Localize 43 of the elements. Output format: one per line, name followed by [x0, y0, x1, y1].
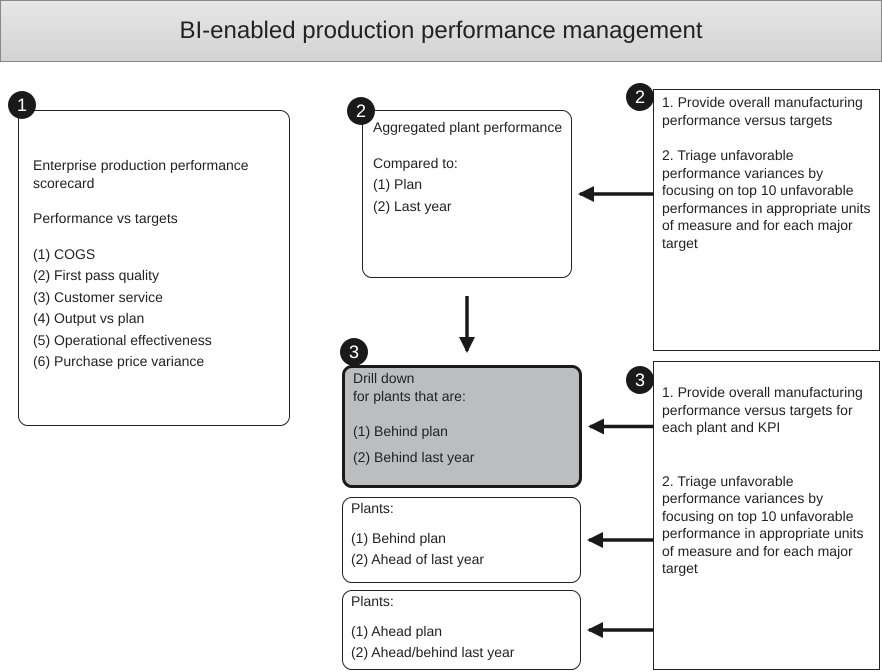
box-text: for plants that are:: [353, 388, 467, 405]
box-text: (4) Output vs plan: [33, 310, 146, 328]
note-box: [653, 361, 880, 670]
box-text: 2. Triage unfavorable performance variances by focusing on top 10 unfavorable performance in appropriate units of measure and for each major target: [662, 472, 865, 578]
step-number: 1: [8, 91, 36, 119]
box-text: 1. Provide overall manufacturing performance versus targets for each plant and KPI: [662, 384, 864, 436]
box-text: (1) Behind plan: [353, 423, 449, 440]
process-box: [342, 590, 581, 670]
process-box: [18, 110, 290, 426]
box-text: Enterprise production performance scorecard: [33, 157, 250, 192]
box-text: (6) Purchase price variance: [33, 353, 206, 370]
box-text: Performance vs targets: [33, 210, 179, 228]
arrow: [578, 186, 653, 202]
box-text: 1. Provide overall manufacturing performance versus targets: [662, 94, 864, 129]
box-text: (5) Operational effectiveness: [33, 332, 213, 349]
box-text: Compared to:: [373, 154, 459, 172]
box-text: (2) First pass quality: [33, 267, 160, 284]
step-number: 2: [626, 83, 654, 111]
box-text: (1) Behind plan: [351, 530, 447, 547]
box-text: (2) Ahead/behind last year: [351, 644, 516, 662]
arrow: [588, 418, 653, 434]
box-text: Plants:: [351, 593, 395, 610]
arrow: [459, 296, 475, 353]
step-number: 2: [347, 97, 375, 125]
box-text: (3) Customer service: [33, 288, 164, 306]
box-text: Drill down: [353, 370, 416, 388]
box-text: Plants:: [351, 500, 395, 518]
note-box: [653, 89, 880, 351]
process-box: [342, 365, 582, 488]
step-number: 3: [626, 366, 654, 394]
box-text: (2) Ahead of last year: [351, 551, 486, 568]
box-text: (1) Plan: [373, 176, 424, 194]
arrow: [587, 532, 653, 548]
arrow: [587, 622, 653, 638]
box-text: (1) COGS: [33, 246, 96, 263]
title-banner: BI-enabled production performance management: [0, 0, 882, 62]
step-number: 3: [340, 338, 368, 366]
box-text: (2) Behind last year: [353, 448, 476, 466]
box-text: 2. Triage unfavorable performance variances by focusing on top 10 unfavorable performances in appropriate units of measure and for each major target: [662, 147, 872, 252]
box-text: Aggregated plant performance: [373, 119, 563, 136]
box-text: (1) Ahead plan: [351, 622, 444, 640]
process-box: [342, 497, 581, 583]
box-text: (2) Last year: [373, 198, 453, 215]
